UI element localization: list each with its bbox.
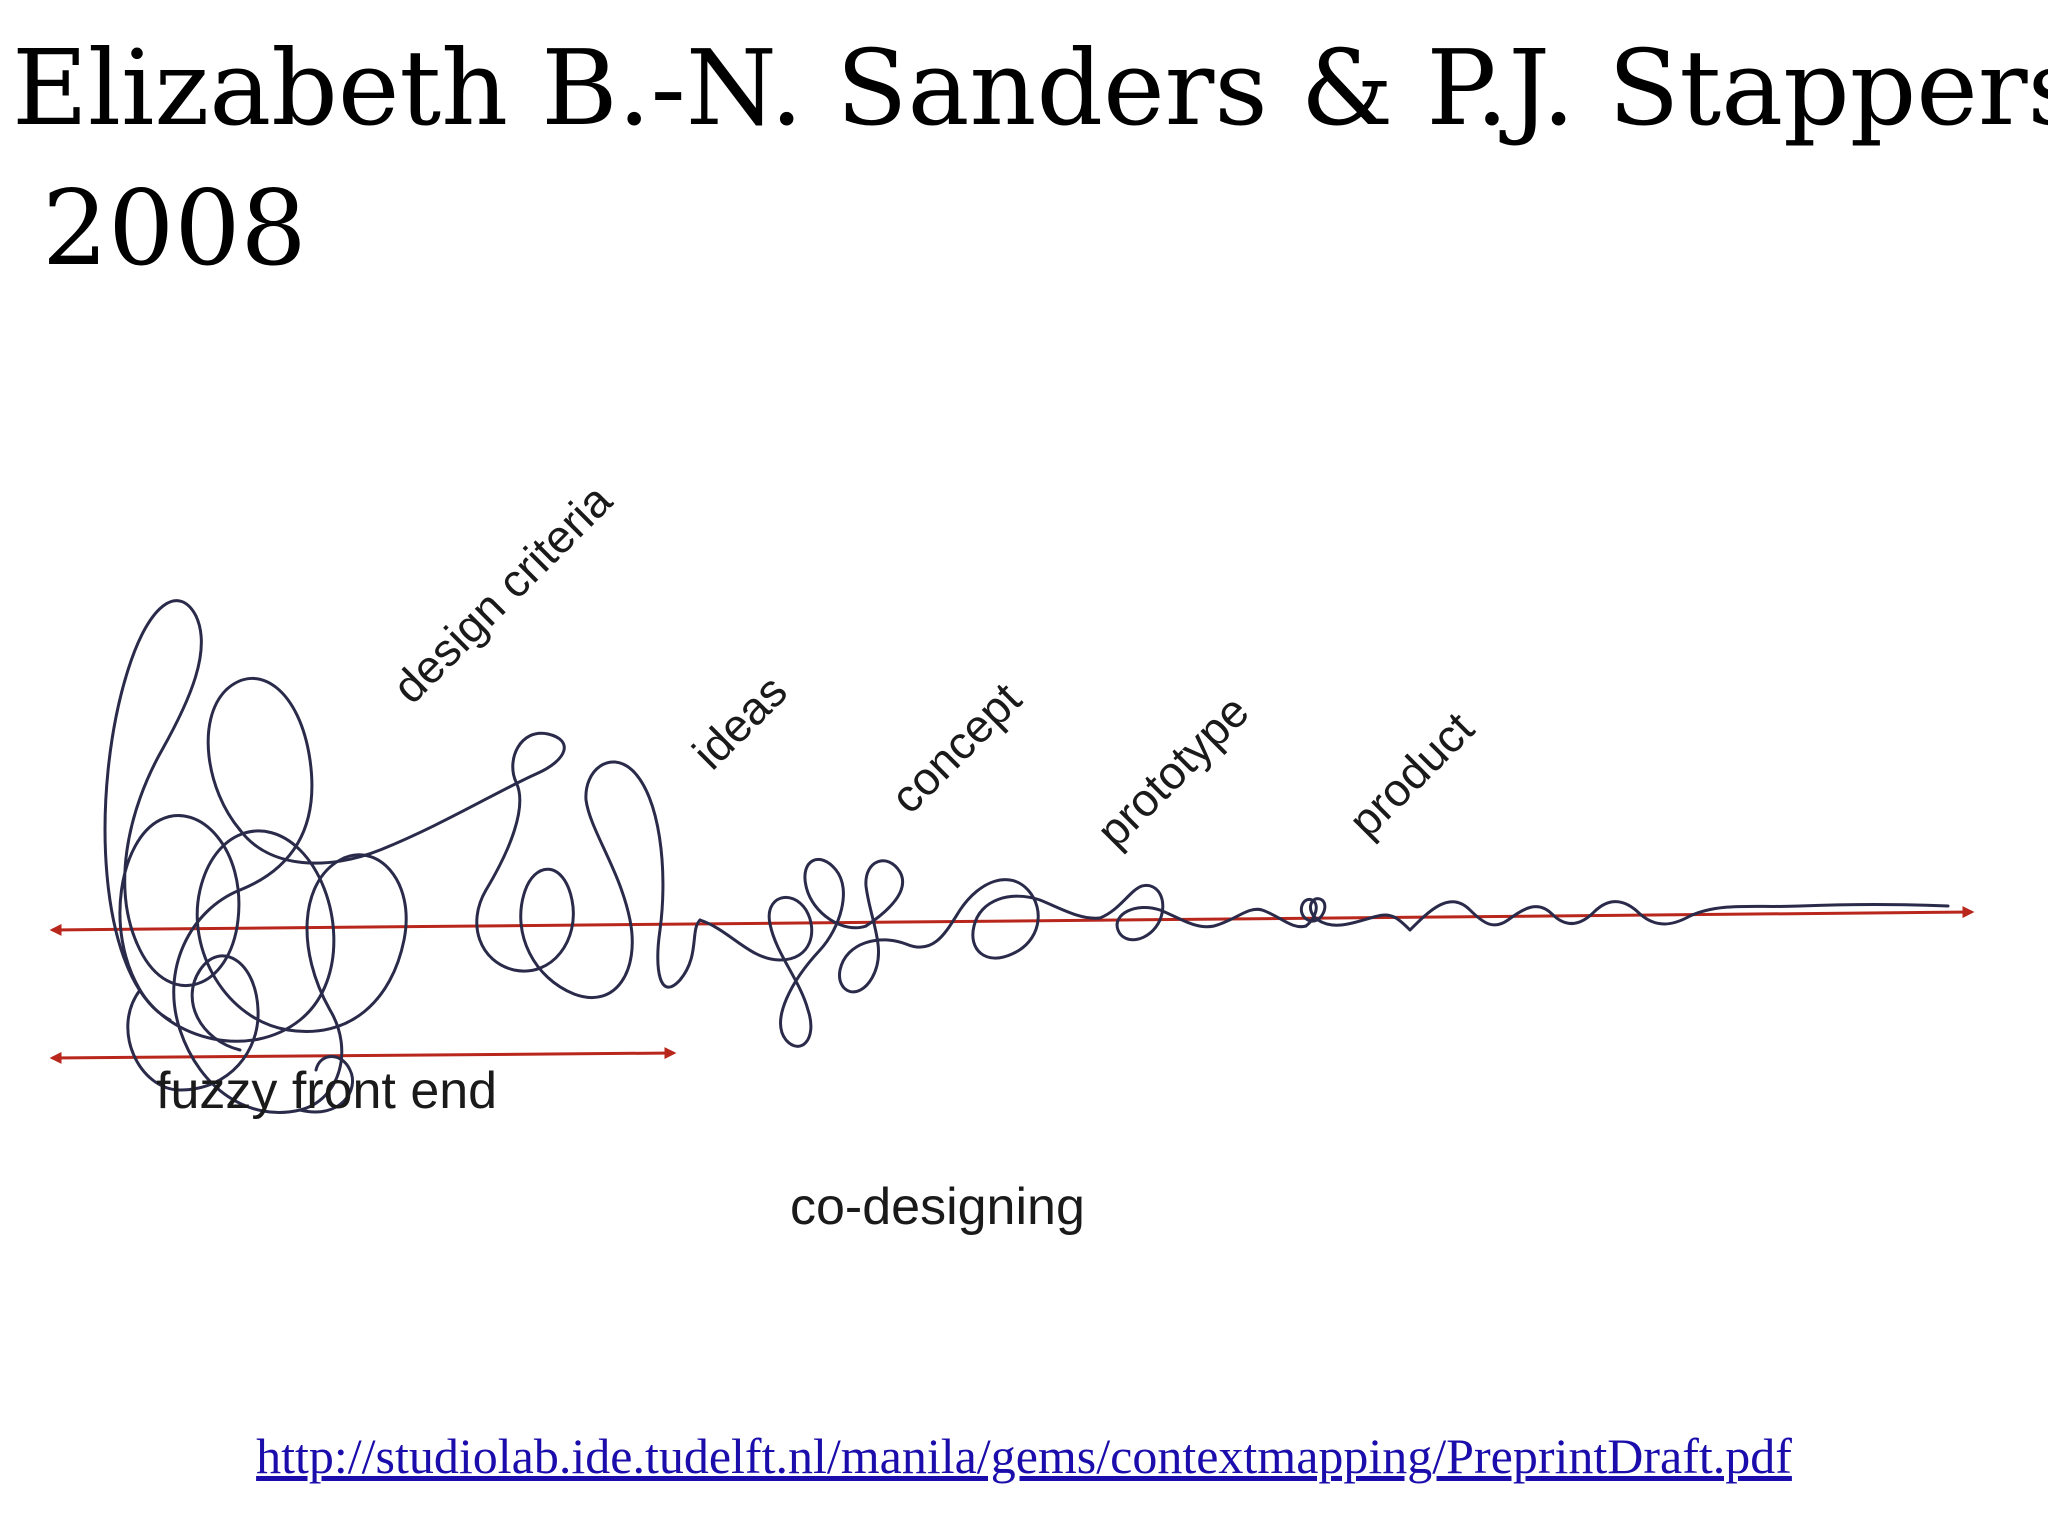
slide-title: Elizabeth B.-N. Sanders & P.J. Stappers,… [12,18,2048,298]
design-process-diagram: design criteria ideas concept prototype … [0,330,2048,1370]
label-product: product [1338,702,1483,847]
fuzzy-front-end-arrow [49,1047,677,1064]
label-co-designing: co-designing [790,1178,1085,1236]
label-design-criteria: design criteria [382,474,622,714]
label-concept: concept [880,672,1031,823]
co-designing-arrow [49,906,1975,936]
label-fuzzy-front-end: fuzzy front end [156,1062,497,1120]
title-year: 2008 [42,167,307,289]
label-prototype: prototype [1086,685,1258,857]
design-squiggle [103,599,1950,1114]
title-authors: Elizabeth B.-N. Sanders & P.J. Stappers, [12,27,2048,149]
label-ideas: ideas [682,665,797,780]
source-link[interactable]: http://studiolab.ide.tudelft.nl/manila/g… [256,1428,1792,1484]
